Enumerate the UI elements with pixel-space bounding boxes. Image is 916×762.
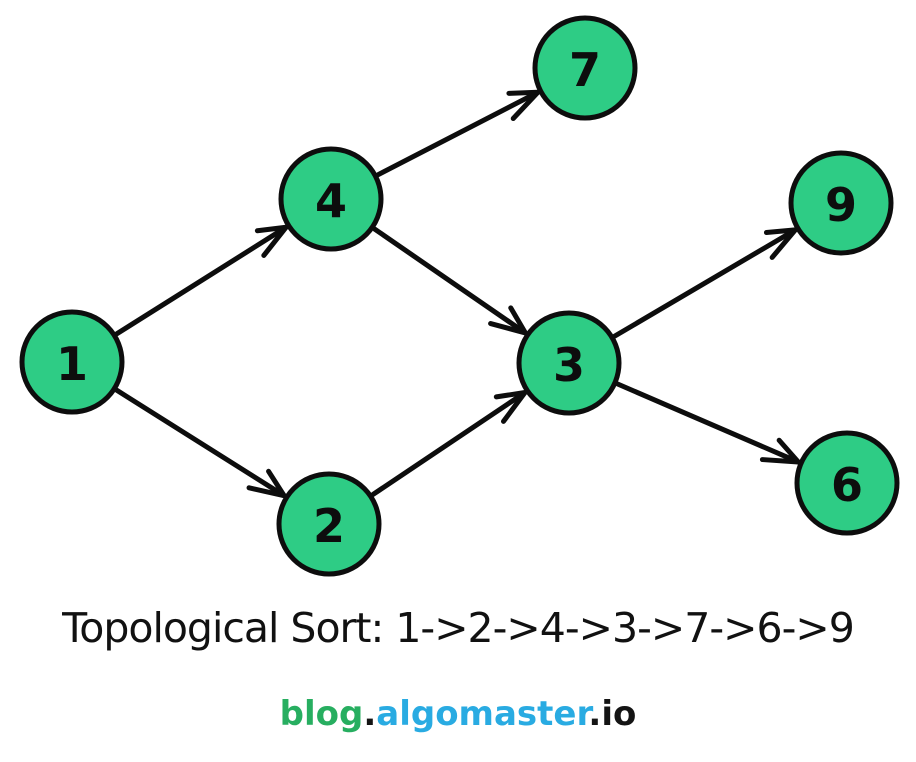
edge-arrowhead [510,89,541,122]
edge-arrowhead [246,485,287,499]
edge-arrowhead [776,437,801,465]
node-circle [788,150,894,256]
graph-node-7: 7 [532,15,638,121]
graph-node-6: 6 [794,430,900,536]
edge-line [375,90,539,178]
edge-3-6 [615,381,801,465]
graph-node-1: 1 [19,309,125,415]
node-label: 3 [553,338,585,392]
footer-segment-dot: . [363,694,377,734]
edge-2-3 [370,390,528,497]
node-circle [19,309,125,415]
node-label: 2 [313,499,345,553]
edge-1-2 [114,387,287,499]
caption-text: Topological Sort: 1->2->4->3->7->6->9 [62,604,855,652]
edge-arrowhead [266,468,287,499]
edge-arrowhead [769,227,798,260]
node-circle [794,430,900,536]
edge-arrowhead [763,227,798,236]
node-label: 9 [825,178,857,232]
edge-arrowhead [759,457,801,465]
node-label: 1 [56,337,88,391]
edge-arrowhead [261,224,289,258]
footer-segment-io: .io [588,694,637,734]
edge-line [114,225,287,337]
node-circle [278,146,384,252]
graph-node-2: 2 [276,471,382,577]
edge-arrowhead [506,89,541,96]
edge-line [114,387,285,498]
footer-brand: blog.algomaster.io [0,694,916,734]
edge-arrowhead [254,224,289,234]
edge-line [612,228,797,339]
edge-line [372,226,527,335]
node-label: 4 [315,174,347,228]
footer-segment-algomaster: algomaster [376,694,589,734]
edge-line [615,381,800,464]
graph-diagram: 1 4 7 9 3 2 6 [19,15,900,577]
edge-4-3 [372,226,528,336]
node-circle [516,310,622,416]
graph-node-4: 4 [278,146,384,252]
edge-1-4 [114,224,289,337]
node-circle [532,15,638,121]
edge-line [370,391,526,497]
node-circle [276,471,382,577]
edge-arrowhead [488,321,528,336]
graph-node-9: 9 [788,150,894,256]
edge-3-9 [612,227,798,339]
edge-arrowhead [500,390,528,424]
node-label: 6 [831,458,863,512]
edge-arrowhead [493,390,528,400]
graph-node-3: 3 [516,310,622,416]
edge-arrowhead [508,305,528,336]
node-label: 7 [569,43,601,97]
edge-4-7 [375,89,541,178]
footer-segment-blog: blog [279,694,364,734]
